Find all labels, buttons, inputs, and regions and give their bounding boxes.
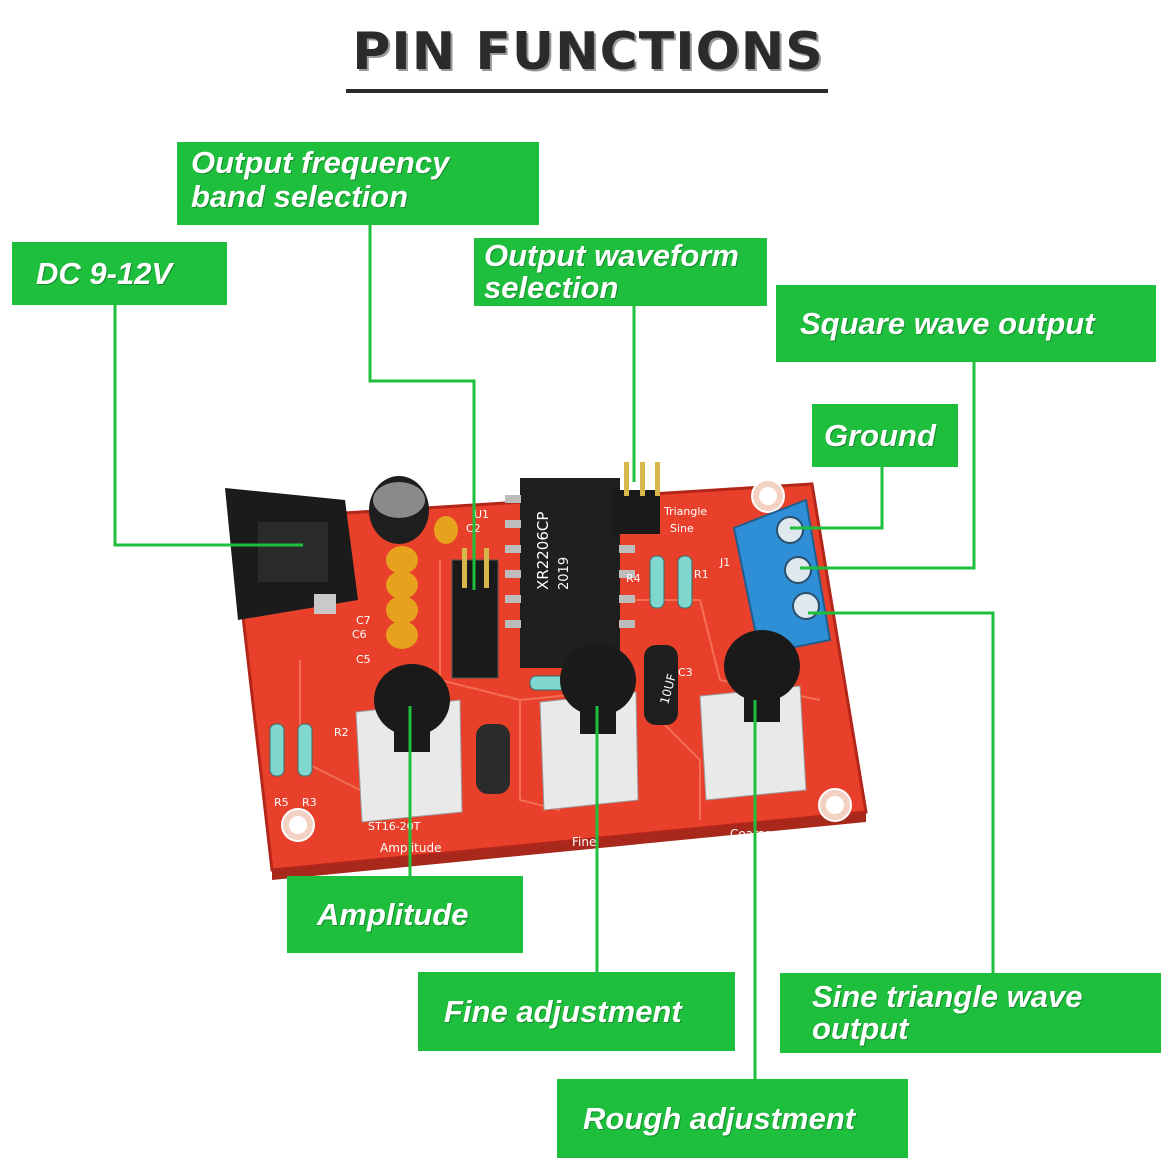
label-output-waveform: Output waveform selection [474, 238, 767, 306]
title-underline [346, 89, 828, 93]
label-amplitude: Amplitude [287, 876, 523, 953]
label-rough-adjustment: Rough adjustment [557, 1079, 908, 1158]
label-dc-input: DC 9-12V [12, 242, 227, 305]
leader-dc [113, 305, 303, 547]
screw-terminal [732, 498, 832, 656]
silk-ref: R5 [274, 796, 289, 809]
silk-sine: Sine [670, 522, 694, 535]
silk-triangle: Triangle [663, 505, 707, 518]
chip-code: 2019 [557, 557, 572, 590]
leader-sine-triangle [808, 611, 995, 973]
silk-ref: R2 [334, 726, 349, 739]
silk-ref: U1 [474, 508, 489, 521]
dc-jack [225, 488, 358, 620]
mounting-holes [281, 479, 852, 842]
leader-square [800, 362, 976, 570]
silk-ref: R4 [626, 572, 641, 585]
leader-ground [790, 467, 884, 530]
leader-lines [113, 225, 995, 1079]
silk-ref: C6 [352, 628, 367, 641]
label-sine-triangle-output: Sine triangle wave output [780, 973, 1161, 1053]
label-ground: Ground [812, 404, 958, 467]
silkscreen-refs: C2 C7 C6 C5 R4 R1 C3 R2 R5 R3 U1 J1 [274, 508, 730, 809]
silk-coarse: Coarse [730, 827, 772, 841]
leader-freq-band [368, 225, 476, 590]
silk-ref: C7 [356, 614, 371, 627]
silk-ref: R3 [302, 796, 317, 809]
silk-ref: R1 [694, 568, 709, 581]
resistors [269, 555, 693, 777]
potentiometer-fine: Fine [539, 644, 639, 849]
silk-fine: Fine [572, 835, 596, 849]
electrolytic-capacitor [369, 476, 429, 544]
silk-ref: J1 [719, 556, 730, 569]
silk-ref: C3 [678, 666, 693, 679]
waveform-jumper-header: Triangle Sine [612, 462, 707, 535]
ceramic-capacitors [386, 516, 458, 649]
silk-pot-part: ST16-20T [368, 820, 421, 833]
potentiometer-coarse: Coarse [699, 630, 807, 841]
silk-ref: C5 [356, 653, 371, 666]
xr2206-chip: XR2206CP 2019 [505, 478, 635, 668]
page-title: PIN FUNCTIONS [352, 22, 824, 82]
small-capacitors: 10UF [476, 645, 679, 794]
chip-marking: XR2206CP [534, 512, 552, 590]
label-fine-adjustment: Fine adjustment [418, 972, 735, 1051]
label-output-frequency-band: Output frequency band selection [177, 142, 539, 225]
label-square-wave-output: Square wave output [776, 285, 1156, 362]
